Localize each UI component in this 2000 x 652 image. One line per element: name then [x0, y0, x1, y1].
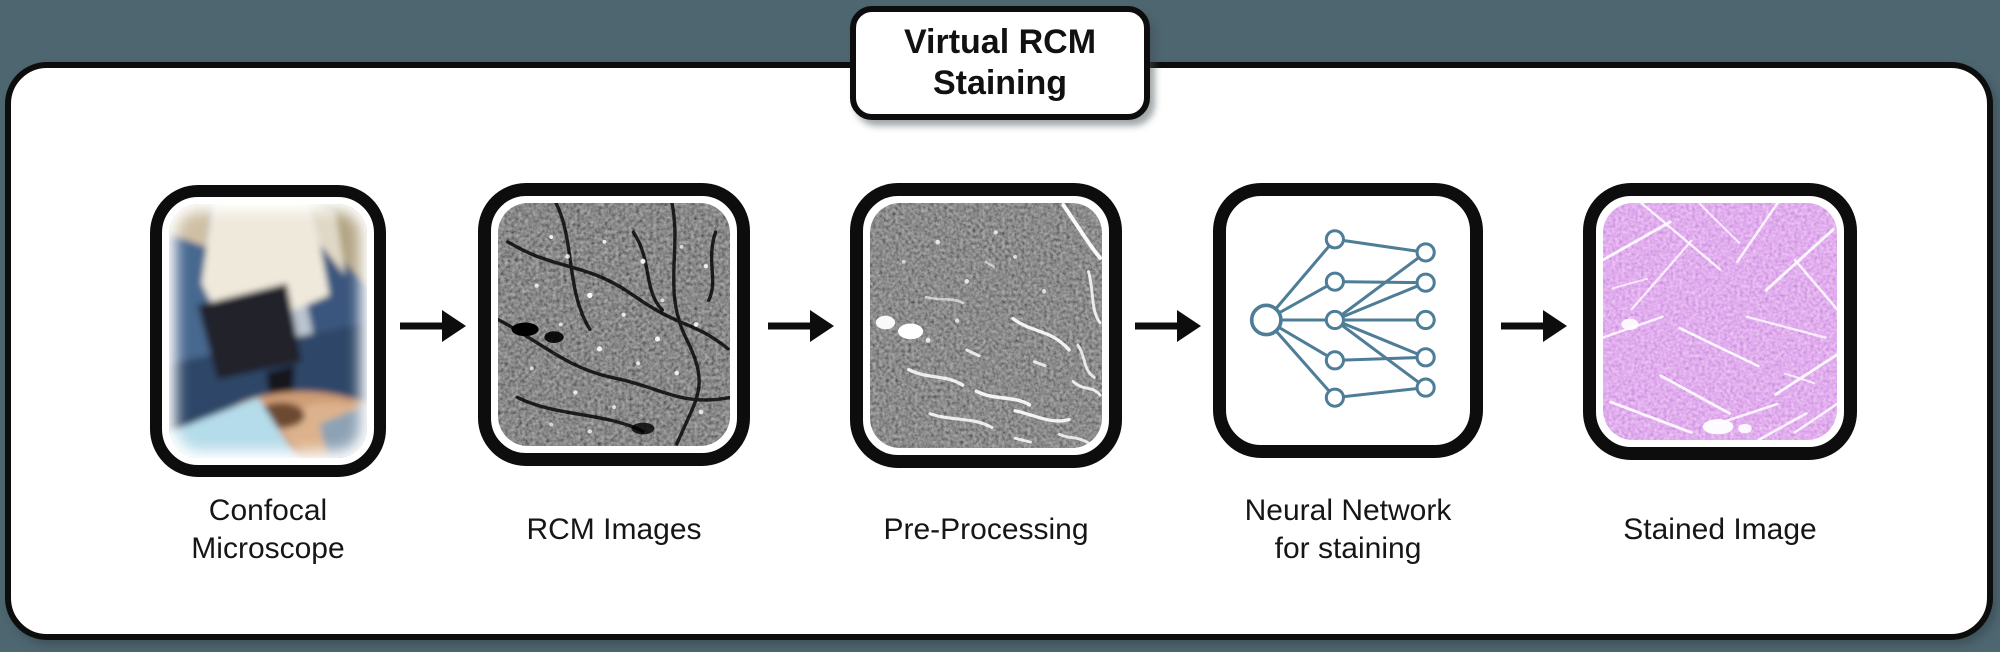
confocal-microscope-photo: [169, 204, 367, 458]
stage-label-rcm-images: RCM Images: [526, 513, 702, 546]
stage-label-stained-image: Stained Image: [1623, 513, 1817, 546]
arrow-right-icon: [768, 310, 834, 342]
stage-rcm-images: [478, 183, 750, 466]
stage-label-pre-processing: Pre-Processing: [883, 513, 1089, 546]
arrow-right-icon: [1135, 310, 1201, 342]
stage-neural-network: [1213, 183, 1483, 458]
stage-confocal-microscope: [150, 185, 386, 477]
stage-label-neural-network: Neural Network for staining: [1244, 494, 1452, 565]
neural-network-icon: [1233, 203, 1463, 438]
stage-pre-processing: [850, 183, 1122, 468]
stained-image-thumbnail: [1603, 203, 1837, 440]
figure-title: Virtual RCM Staining: [850, 6, 1150, 120]
arrow-right-icon: [1501, 310, 1567, 342]
preprocessed-rcm-image-thumbnail: [870, 203, 1102, 448]
stage-stained-image: [1583, 183, 1857, 460]
arrow-right-icon: [400, 310, 466, 342]
rcm-image-thumbnail: [498, 203, 730, 446]
stage-label-confocal-microscope: Confocal Microscope: [191, 494, 345, 565]
